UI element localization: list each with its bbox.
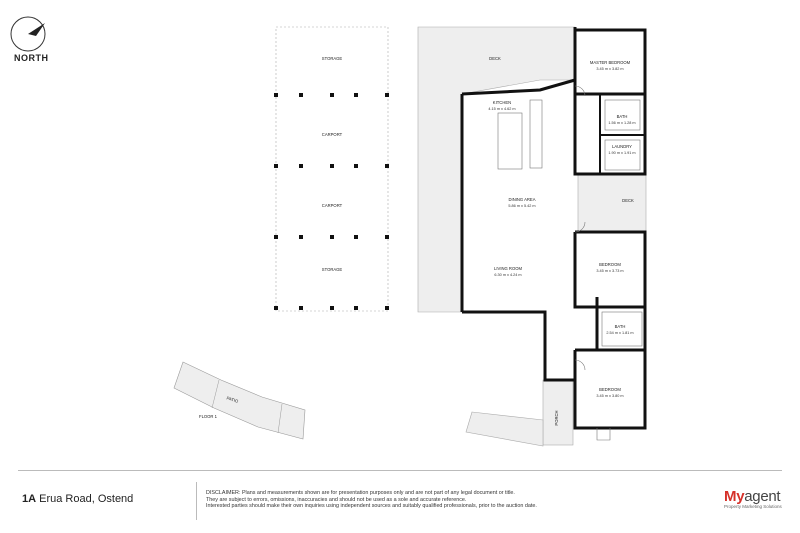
address-number: 1A xyxy=(22,493,37,505)
label-bath-2: BATH xyxy=(615,324,626,329)
size-master-bedroom: 3.45 m x 3.82 m xyxy=(596,67,623,71)
size-laundry: 1.90 m x 1.91 m xyxy=(608,151,635,155)
bath-fixture-1 xyxy=(604,99,641,131)
size-dining: 5.86 m x 5.42 m xyxy=(508,204,535,208)
label-storage-bottom: STORAGE xyxy=(322,267,343,272)
label-kitchen: KITCHEN xyxy=(493,100,511,105)
disclaimer-line-2: They are subject to errors, omissions, i… xyxy=(206,496,467,503)
size-bath-1: 1.56 m x 1.28 m xyxy=(608,121,635,125)
label-deck-top: DECK xyxy=(489,56,501,61)
brand-logo: Myagent Property Marketing Solutions xyxy=(724,488,782,509)
label-bedroom-2: BEDROOM xyxy=(599,387,621,392)
footer-separator xyxy=(196,482,197,520)
label-storage-top: STORAGE xyxy=(322,56,343,61)
wall-living-bottom xyxy=(462,310,575,382)
north-label: NORTH xyxy=(14,53,49,63)
carport-structure xyxy=(274,26,389,312)
size-bath-2: 2.54 m x 1.81 m xyxy=(606,331,633,335)
label-bath-1: BATH xyxy=(617,114,628,119)
size-bedroom-1: 3.45 m x 3.73 m xyxy=(596,269,623,273)
compass-ring xyxy=(10,16,46,52)
label-patio: PATIO xyxy=(226,395,240,404)
wall-bedroom-2 xyxy=(573,348,647,430)
label-master-bedroom: MASTER BEDROOM xyxy=(590,60,631,65)
kitchen-island xyxy=(497,112,523,170)
label-laundry: LAUNDRY xyxy=(612,144,632,149)
label-carport-2: CARPORT xyxy=(322,203,343,208)
brand-tagline: Property Marketing Solutions xyxy=(724,504,782,509)
north-arrow-icon xyxy=(28,23,45,36)
label-porch: PORCH xyxy=(554,410,559,425)
label-bedroom-1: BEDROOM xyxy=(599,262,621,267)
label-living: LIVING ROOM xyxy=(494,266,522,271)
floor-plan: STORAGE CARPORT CARPORT STORAGE DECK MAS… xyxy=(10,16,647,447)
bath-fixture-2 xyxy=(601,311,643,347)
size-kitchen: 4.15 m x 4.62 m xyxy=(488,107,515,111)
patio xyxy=(173,361,306,440)
compass xyxy=(10,16,46,52)
deck-right xyxy=(577,173,647,233)
wall-main-living xyxy=(461,78,576,96)
label-dining: DINING AREA xyxy=(509,197,536,202)
decks xyxy=(417,26,647,447)
label-carport-1: CARPORT xyxy=(322,132,343,137)
disclaimer: DISCLAIMER: Plans and measurements shown… xyxy=(206,490,626,510)
front-steps xyxy=(465,411,544,447)
brand-my: My xyxy=(724,488,745,505)
disclaimer-line-3: Interested parties should make their own… xyxy=(206,503,537,510)
laundry-appliances xyxy=(604,139,641,171)
carport-outline xyxy=(275,26,389,312)
size-bedroom-2: 3.45 m x 3.80 m xyxy=(596,394,623,398)
label-floor: FLOOR 1 xyxy=(199,414,218,419)
disclaimer-line-1: DISCLAIMER: Plans and measurements shown… xyxy=(206,490,515,496)
porch-area xyxy=(542,379,574,446)
patio-shape xyxy=(173,361,306,440)
fixtures xyxy=(497,85,643,441)
brand-agent: agent xyxy=(744,488,781,505)
address-street: Erua Road, Ostend xyxy=(39,493,134,505)
footer-divider xyxy=(18,470,782,471)
size-living: 6.30 m x 4.24 m xyxy=(494,273,521,277)
label-deck-right: DECK xyxy=(622,198,634,203)
carport-posts xyxy=(274,93,389,310)
property-address: 1A Erua Road, Ostend xyxy=(22,493,133,505)
kitchen-counter xyxy=(529,99,543,169)
house xyxy=(460,27,647,430)
